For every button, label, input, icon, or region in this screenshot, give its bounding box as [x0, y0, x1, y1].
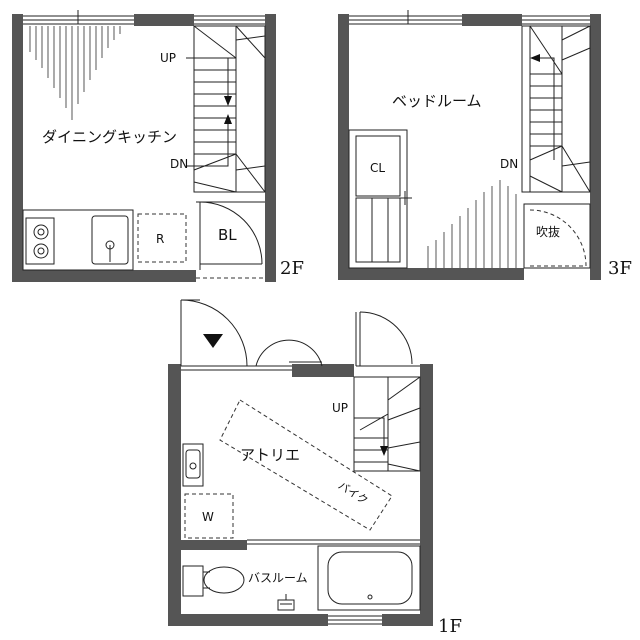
entrance-doors-1f	[180, 299, 323, 371]
wall-1f-right	[420, 364, 433, 626]
stair-up-label-2f: UP	[160, 51, 176, 65]
window-3f-top	[349, 10, 590, 25]
window-2f-top	[23, 10, 134, 25]
sink-icon	[91, 215, 129, 265]
svg-text:CL: CL	[370, 161, 385, 175]
wall-2f-right	[265, 14, 276, 282]
hatch-2f	[29, 26, 121, 120]
stair-arrow-3f-down	[530, 54, 555, 160]
bathroom-1f: バスルーム	[182, 539, 421, 611]
stairs-2f	[193, 25, 266, 193]
svg-text:R: R	[156, 232, 164, 246]
toilet-tank-icon	[182, 565, 204, 597]
stair-arrow-2f-up	[186, 57, 232, 106]
hatch-3f	[427, 180, 517, 268]
refrigerator-2f: R	[137, 213, 187, 263]
window-2f-top-right	[194, 15, 265, 25]
wall-1f-left	[168, 364, 181, 626]
floor-3f: DN CL	[338, 10, 632, 280]
stove-icon	[25, 217, 55, 265]
svg-text:W: W	[202, 510, 214, 524]
stair-down-label-2f: DN	[170, 157, 188, 171]
wall-1f-top-segment	[292, 364, 354, 377]
faucet-icon	[277, 599, 295, 611]
svg-text:BL: BL	[218, 226, 237, 244]
wall-2f-top-segment	[134, 14, 194, 26]
room-bathroom: バスルーム	[248, 571, 308, 585]
closet-3f: CL	[348, 129, 412, 269]
wall-3f-bottom	[338, 268, 524, 280]
bike-area-1f: バイク	[219, 399, 393, 531]
stairs-3f	[521, 25, 591, 193]
entrance-arrow-icon	[203, 334, 223, 348]
void-3f: 吹抜	[523, 203, 591, 269]
stair-up-label-1f: UP	[332, 401, 348, 415]
wall-1f-bottom-left	[168, 614, 328, 626]
stair-arrow-1f-up	[354, 417, 388, 456]
room-bedroom: ベッドルーム	[392, 92, 482, 110]
room-dining-kitchen: ダイニングキッチン	[42, 128, 177, 146]
stair-arrow-2f-down	[186, 114, 232, 167]
bathtub-icon	[327, 551, 413, 605]
window-1f-bottom	[328, 615, 382, 625]
stair-down-label-3f: DN	[500, 157, 518, 171]
room-atelier: アトリエ	[240, 446, 300, 464]
floor-label-1f: 1F	[438, 616, 462, 637]
wall-2f-left	[12, 14, 23, 282]
side-door-1f	[355, 311, 420, 367]
wall-1f-bottom-right	[382, 614, 433, 626]
floor-label-2f: 2F	[280, 258, 304, 279]
wall-3f-left	[338, 14, 349, 280]
wall-1f-bath-partition	[181, 540, 247, 550]
toilet-bowl-icon	[203, 566, 245, 594]
floor-1f: UP W バイク	[168, 299, 462, 637]
kitchen-counter-2f	[22, 209, 134, 271]
floor-label-3f: 3F	[608, 258, 632, 279]
wall-3f-top-segment	[462, 14, 522, 26]
wash-basin-1f	[182, 443, 204, 487]
floor-2f: UP DN R BL ダイニングキッチン 2F	[12, 10, 304, 282]
svg-text:吹抜: 吹抜	[536, 225, 560, 239]
stairs-1f	[353, 376, 421, 472]
wall-3f-right	[590, 14, 601, 280]
svg-text:バイク: バイク	[336, 479, 371, 507]
washing-machine-1f: W	[184, 493, 234, 539]
balcony-2f: BL	[196, 201, 266, 279]
wall-2f-bottom	[12, 270, 196, 282]
